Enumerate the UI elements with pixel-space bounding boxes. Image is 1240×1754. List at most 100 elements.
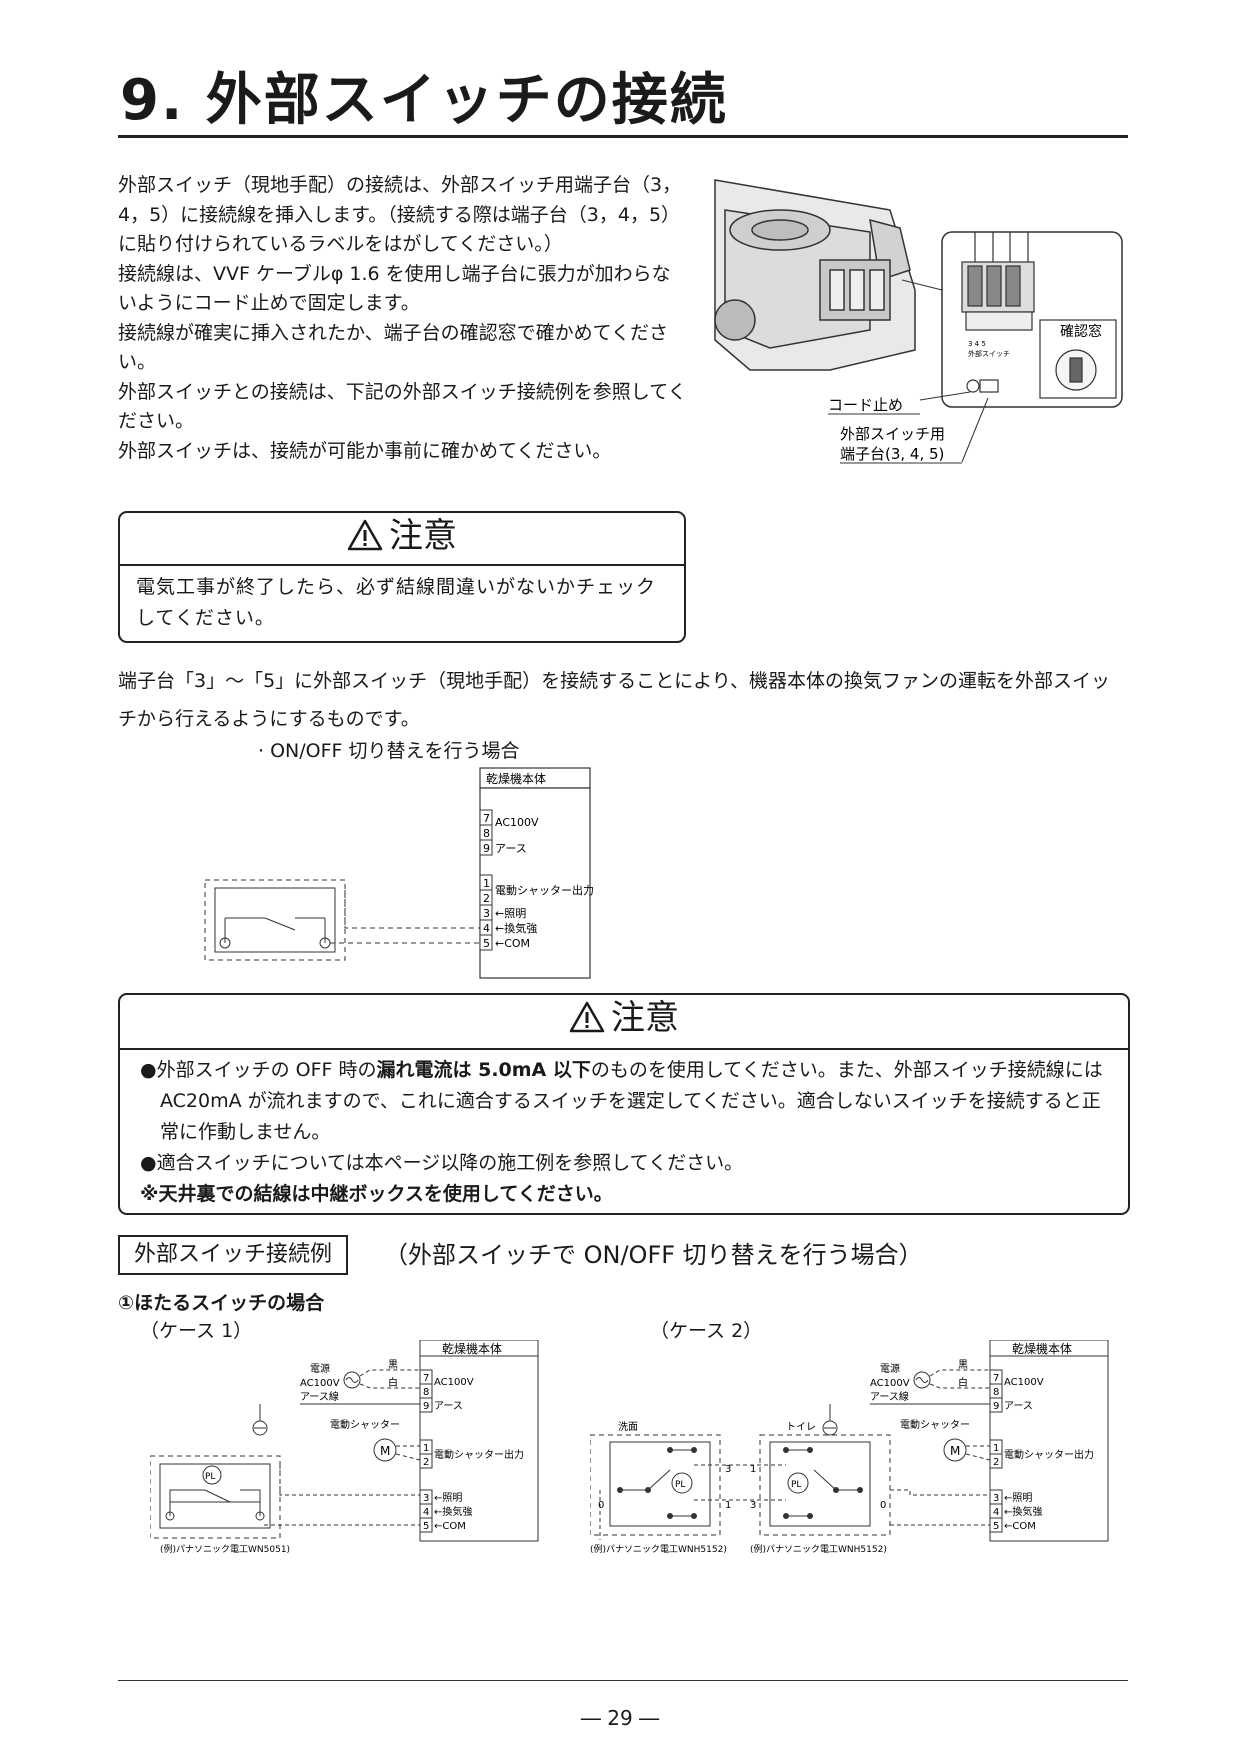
- callout-window-label: 確認窓: [1060, 323, 1102, 340]
- caution-1-text: 電気工事が終了したら、必ず結線間違いがないかチェックしてください。: [136, 576, 657, 629]
- unit-label: 乾燥機本体: [1012, 1341, 1072, 1356]
- terminal-8: 8: [993, 1387, 999, 1398]
- node-1-label: 1: [750, 1464, 756, 1475]
- com-label: ←COM: [434, 1521, 466, 1532]
- terminal-1: 1: [483, 877, 490, 890]
- com-label: ←COM: [495, 937, 530, 950]
- ac100v-label: AC100V: [434, 1377, 474, 1388]
- terminal-1: 1: [993, 1443, 999, 1454]
- onoff-wiring-diagram: 乾燥機本体 7 8 9 1 2 3 4 5 AC100V アース 電動シャッター…: [204, 767, 594, 979]
- case-2-label: （ケース 2）: [650, 1320, 763, 1342]
- case-1-label: （ケース 1）: [140, 1320, 253, 1342]
- caution-box-1: 注意 電気工事が終了したら、必ず結線間違いがないかチェックしてください。: [118, 511, 686, 643]
- terminal-8: 8: [483, 827, 490, 840]
- intro-paragraph: 接続線が確実に挿入されたか、端子台の確認窓で確かめてください。: [118, 321, 669, 374]
- power-label: 電源: [880, 1362, 900, 1375]
- cord-stopper-label: コード止め: [828, 396, 903, 414]
- toilet-label: トイレ: [786, 1422, 816, 1433]
- power-ac100v-label: AC100V: [300, 1378, 340, 1389]
- shutter-output-label: 電動シャッター出力: [1004, 1448, 1094, 1461]
- caution-box-2: 注意 ●外部スイッチの OFF 時の漏れ電流は 5.0mA 以下のものを使用して…: [118, 993, 1130, 1215]
- node-3-label: 3: [725, 1464, 731, 1475]
- power-label: 電源: [310, 1362, 330, 1375]
- callout-terminal-numbers: 3 4 5: [968, 340, 986, 348]
- light-label: ←照明: [1004, 1492, 1032, 1504]
- terminal-9: 9: [483, 842, 490, 855]
- shutter-label: 電動シャッター: [900, 1418, 970, 1431]
- intro-text: 外部スイッチ（現地手配）の接続は、外部スイッチ用端子台（3，4，5）に接続線を挿…: [118, 171, 688, 466]
- title-rule: [118, 135, 1128, 138]
- caution-header: 注意: [120, 516, 684, 566]
- terminal-block-illustration: 確認窓 3 4 5 外部スイッチ コード止め 外部スイッチ用 端子台(3, 4,…: [714, 179, 1123, 464]
- terminal-4: 4: [423, 1507, 429, 1518]
- caution-header: 注意: [120, 998, 1128, 1050]
- pilot-lamp-symbol: PL: [791, 1480, 801, 1490]
- vent-strong-label: ←換気強: [1004, 1505, 1042, 1518]
- caution-2-text: ●外部スイッチの OFF 時の漏れ電流は 5.0mA 以下のものを使用してくださ…: [140, 1055, 1110, 1210]
- warning-triangle-icon: [569, 1001, 605, 1033]
- light-label: ←照明: [495, 907, 526, 920]
- terminal-2: 2: [993, 1457, 999, 1468]
- terminal-7: 7: [423, 1373, 429, 1384]
- callout-terminal-caption: 外部スイッチ: [968, 349, 1010, 358]
- white-wire-label: 白: [388, 1376, 398, 1389]
- page-title: 9. 外部スイッチの接続: [120, 68, 728, 133]
- page-number: ― 29 ―: [580, 1706, 660, 1730]
- terminal-8: 8: [423, 1387, 429, 1398]
- black-wire-label: 黒: [958, 1359, 968, 1371]
- footer-rule: [118, 1680, 1128, 1681]
- black-wire-label: 黒: [388, 1359, 398, 1371]
- vent-strong-label: ←換気強: [434, 1505, 472, 1518]
- lead-paragraph: 端子台「3」～「5」に外部スイッチ（現地手配）を接続することにより、機器本体の換…: [118, 670, 1111, 730]
- power-ac100v-label: AC100V: [870, 1378, 910, 1389]
- intro-paragraph: 外部スイッチ（現地手配）の接続は、外部スイッチ用端子台（3，4，5）に接続線を挿…: [118, 174, 682, 255]
- earth-wire-label: アース線: [870, 1390, 909, 1403]
- warning-triangle-icon: [347, 519, 383, 551]
- shutter-output-label: 電動シャッター出力: [434, 1448, 524, 1461]
- caution-bullet-reference: ●適合スイッチについては本ページ以降の施工例を参照してください。: [140, 1152, 744, 1174]
- terminal-5: 5: [423, 1521, 429, 1532]
- example-model-label: (例)パナソニック電工WNH5152): [590, 1543, 727, 1555]
- white-wire-label: 白: [958, 1376, 968, 1389]
- section-heading-box: 外部スイッチ接続例: [118, 1235, 349, 1275]
- section-subheading: （外部スイッチで ON/OFF 切り替えを行う場合）: [384, 1241, 923, 1269]
- caution-note-junction-box: ※天井裏での結線は中継ボックスを使用してください。: [140, 1183, 613, 1205]
- unit-label: 乾燥機本体: [486, 771, 546, 786]
- earth-label: アース: [495, 842, 527, 855]
- example-model-label: (例)パナソニック電工WNH5152): [750, 1543, 887, 1555]
- terminal-5: 5: [993, 1521, 999, 1532]
- pilot-lamp-symbol: PL: [675, 1480, 685, 1490]
- terminal-2: 2: [423, 1457, 429, 1468]
- case-1-wiring-diagram: 乾燥機本体 7 8 9 1 2 3 4 5 AC100V アース 電動シャッター…: [150, 1340, 539, 1555]
- light-label: ←照明: [434, 1492, 462, 1504]
- example-model-label: (例)パナソニック電工WN5051): [160, 1543, 290, 1555]
- terminal-5: 5: [483, 937, 490, 950]
- vent-strong-label: ←換気強: [495, 921, 537, 935]
- motor-symbol: M: [950, 1444, 960, 1458]
- earth-wire-label: アース線: [300, 1390, 339, 1403]
- caution-title: 注意: [611, 998, 679, 1038]
- node-0-label: 0: [880, 1500, 886, 1511]
- terminal-3: 3: [993, 1493, 999, 1504]
- earth-label: アース: [1004, 1401, 1033, 1412]
- terminal-2: 2: [483, 892, 490, 905]
- earth-label: アース: [434, 1401, 463, 1412]
- terminal-4: 4: [993, 1507, 999, 1518]
- terminal-1: 1: [423, 1443, 429, 1454]
- com-label: ←COM: [1004, 1521, 1036, 1532]
- terminal-4: 4: [483, 922, 490, 935]
- firefly-switch-heading: ①ほたるスイッチの場合: [118, 1292, 325, 1314]
- terminal-7: 7: [993, 1373, 999, 1384]
- case-2-wiring-diagram: 乾燥機本体 7 8 9 1 2 3 4 5 AC100V アース 電動シャッター…: [590, 1340, 1109, 1555]
- unit-label: 乾燥機本体: [442, 1341, 502, 1356]
- intro-paragraph: 外部スイッチは、接続が可能か事前に確かめてください。: [118, 439, 612, 462]
- terminal-3: 3: [423, 1493, 429, 1504]
- node-3-label: 3: [750, 1500, 756, 1511]
- node-0-label: 0: [598, 1500, 604, 1511]
- pilot-lamp-symbol: PL: [205, 1472, 215, 1482]
- terminal-label-line2: 端子台(3, 4, 5): [840, 445, 944, 463]
- terminal-3: 3: [483, 907, 490, 920]
- terminal-label-line1: 外部スイッチ用: [840, 425, 945, 443]
- caution-bullet-leakage: ●外部スイッチの OFF 時の漏れ電流は 5.0mA 以下のものを使用してくださ…: [140, 1059, 1103, 1143]
- motor-symbol: M: [380, 1444, 390, 1458]
